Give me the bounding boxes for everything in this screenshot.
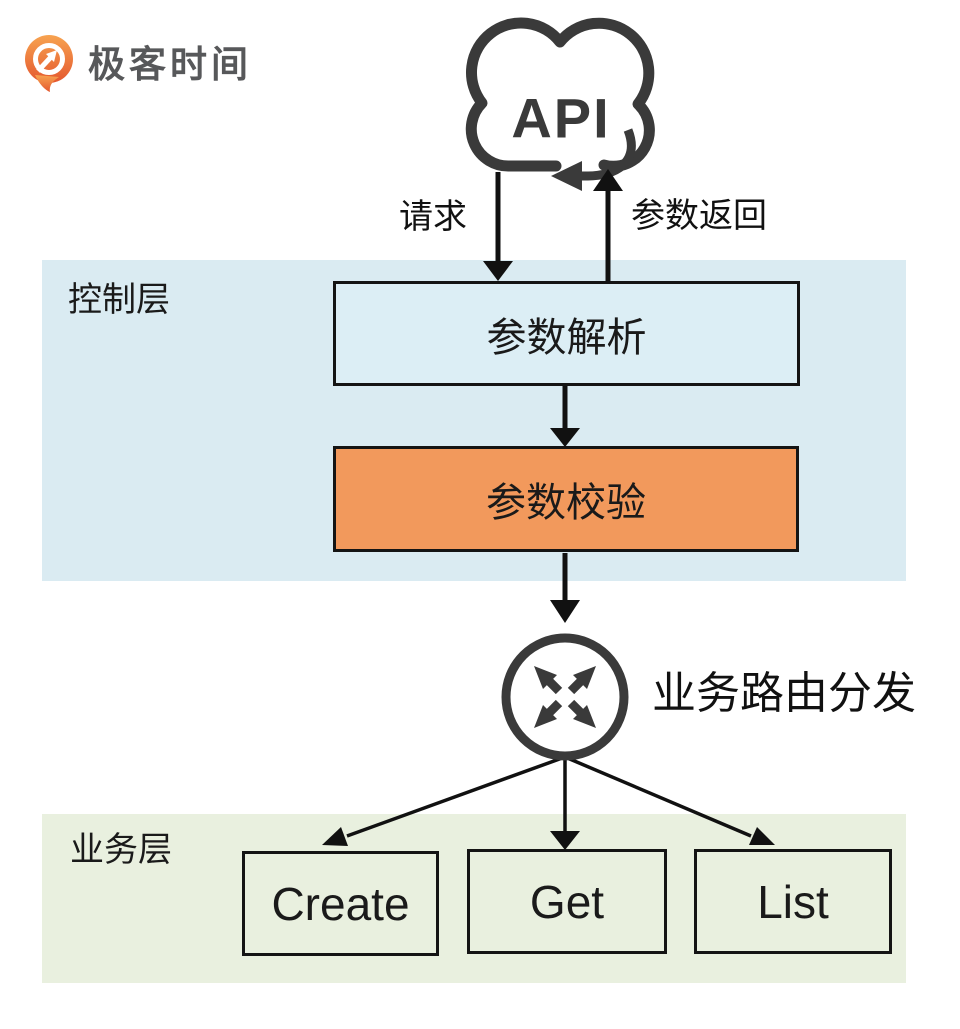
validate-box: 参数校验 (333, 446, 799, 552)
brand-logo-text: 极客时间 (88, 43, 252, 85)
create-box: Create (242, 851, 439, 956)
geektime-logo-icon (25, 35, 73, 92)
control-layer-label: 控制层 (68, 281, 170, 319)
brand-logo: 极客时间 (22, 34, 252, 94)
get-box-label: Get (529, 875, 605, 928)
cloud-icon: API (465, 17, 655, 191)
parse-box-label: 参数解析 (486, 315, 647, 360)
cloud-return-arrow-icon (551, 128, 636, 191)
cloud-api-label: API (511, 87, 610, 150)
router-icon (501, 633, 629, 761)
create-box-label: Create (271, 877, 410, 930)
list-box: List (694, 849, 892, 954)
router-label: 业务路由分发 (652, 669, 916, 718)
list-box-label: List (757, 875, 829, 928)
get-box: Get (467, 849, 667, 954)
request-label: 请求 (399, 198, 467, 236)
return-label: 参数返回 (631, 197, 767, 235)
validate-box-label: 参数校验 (486, 481, 646, 525)
router-arrows-icon (534, 666, 596, 728)
parse-box: 参数解析 (333, 281, 800, 386)
business-layer-label: 业务层 (70, 831, 172, 869)
